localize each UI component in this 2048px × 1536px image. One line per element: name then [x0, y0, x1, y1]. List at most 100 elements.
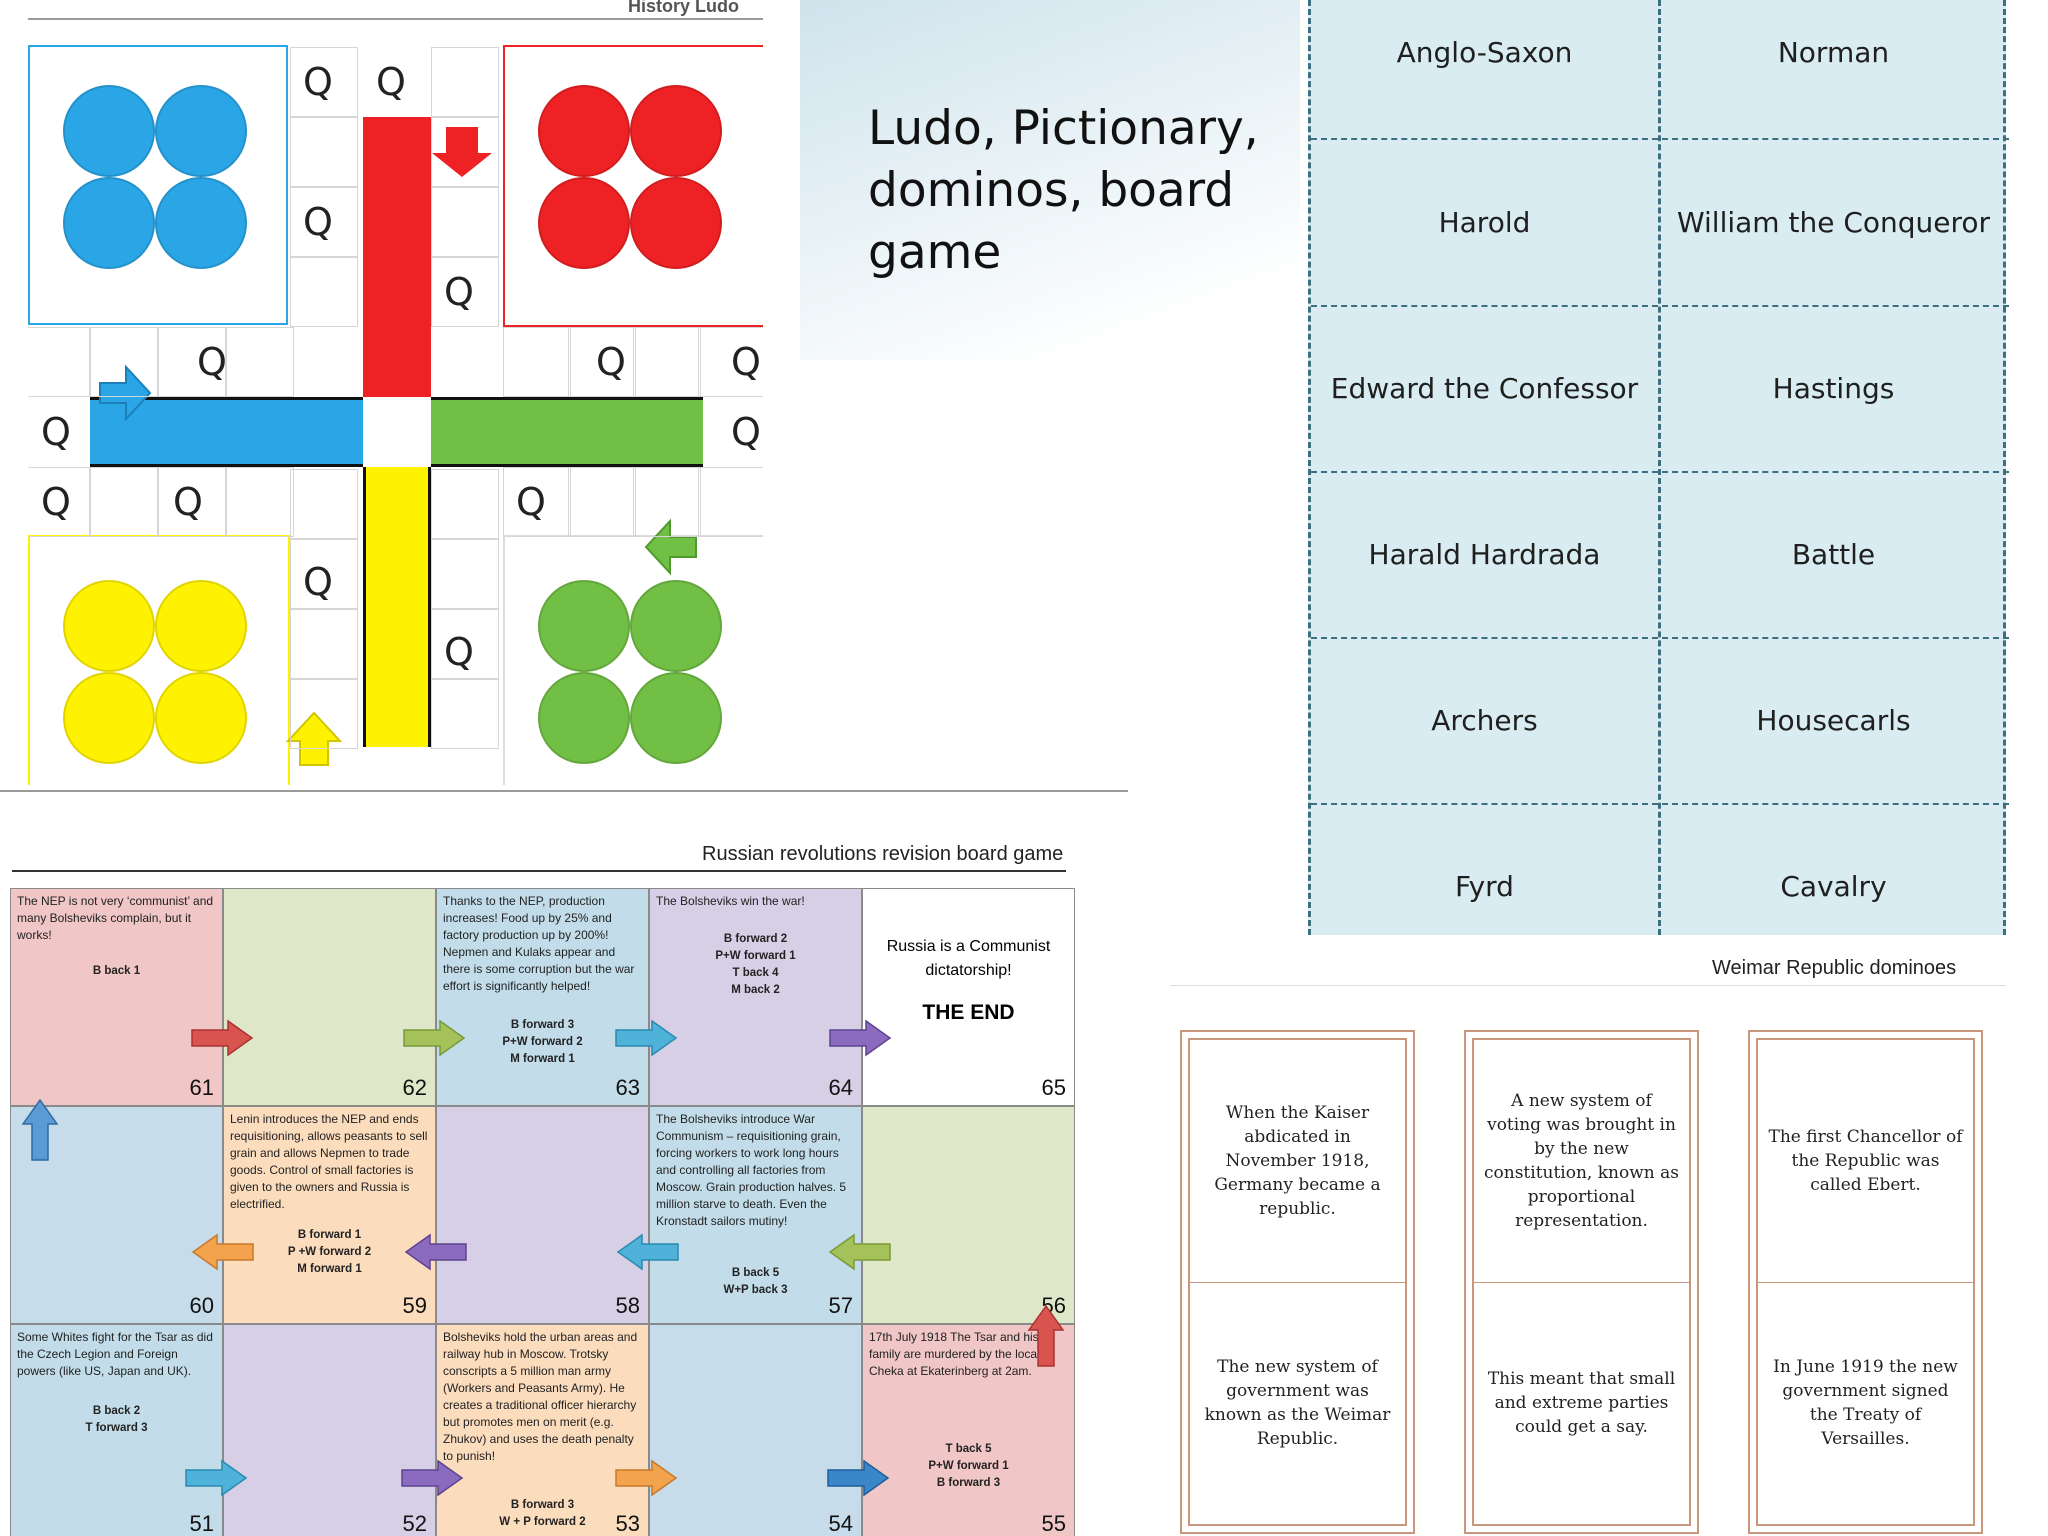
square-number: 61	[189, 1075, 214, 1100]
ludo-header-rule: History Ludo	[28, 0, 763, 20]
card-column-divider	[1658, 0, 1661, 935]
red-token[interactable]	[538, 85, 630, 177]
move-instruction: T back 4	[732, 967, 779, 979]
red-token[interactable]	[538, 177, 630, 269]
card-label: Harald Hardrada	[1368, 538, 1601, 571]
board-square-53[interactable]: Bolsheviks hold the urban areas and rail…	[436, 1324, 649, 1536]
green-token[interactable]	[538, 580, 630, 672]
red-token[interactable]	[630, 85, 722, 177]
domino-bottom-text: In June 1919 the new government signed t…	[1773, 1357, 1958, 1449]
board-square-65[interactable]: Russia is a Communist dictatorship!THE E…	[862, 888, 1075, 1106]
yellow-token[interactable]	[155, 580, 247, 672]
term-card[interactable]: Anglo-Saxon	[1311, 0, 1658, 105]
move-instruction: P+W forward 1	[928, 1460, 1009, 1472]
move-instruction: P +W forward 2	[287, 1246, 372, 1258]
card-label: Archers	[1431, 704, 1538, 737]
square-number: 59	[402, 1293, 427, 1318]
card-row-divider	[1311, 637, 2009, 639]
yellow-token[interactable]	[63, 672, 155, 764]
board-square-60[interactable]: 60	[10, 1106, 223, 1324]
domino-divider	[1758, 1282, 1973, 1283]
board-square-63[interactable]: Thanks to the NEP, production increases!…	[436, 888, 649, 1106]
ludo-square	[158, 467, 226, 537]
ludo-square	[290, 469, 358, 539]
board-square-54[interactable]: 54	[649, 1324, 862, 1536]
move-instruction: W+P back 3	[723, 1284, 788, 1296]
question-square-label: Q	[197, 340, 227, 384]
square-text: The Bolsheviks introduce War Communism –…	[656, 1112, 847, 1228]
term-card[interactable]: Harald Hardrada	[1311, 472, 1658, 638]
move-instruction: M forward 1	[510, 1053, 575, 1065]
term-card[interactable]: Cavalry	[1660, 804, 2007, 970]
term-card[interactable]: Norman	[1660, 0, 2007, 105]
move-arrow-icon	[403, 1019, 466, 1057]
move-instruction: T back 5	[945, 1443, 992, 1455]
yellow-token[interactable]	[155, 672, 247, 764]
square-number: 58	[615, 1293, 640, 1318]
move-arrow-icon	[401, 1459, 464, 1497]
green-token[interactable]	[630, 672, 722, 764]
domino-top-text: The first Chancellor of the Republic was…	[1768, 1127, 1963, 1195]
domino[interactable]: When the Kaiser abdicated in November 19…	[1180, 1030, 1415, 1534]
term-card[interactable]: Archers	[1311, 638, 1658, 804]
blue-token[interactable]	[155, 177, 247, 269]
blue-home	[28, 45, 288, 325]
move-arrow-icon	[1027, 1304, 1065, 1367]
term-card[interactable]: Hastings	[1660, 306, 2007, 472]
question-square-label: Q	[303, 200, 333, 244]
card-row-divider	[1311, 305, 2009, 307]
ludo-square	[431, 187, 499, 257]
domino-top-text: When the Kaiser abdicated in November 19…	[1214, 1103, 1381, 1219]
term-card[interactable]: Harold	[1311, 140, 1658, 306]
board-square-51[interactable]: Some Whites fight for the Tsar as did th…	[10, 1324, 223, 1536]
domino-divider	[1190, 1282, 1405, 1283]
board-square-59[interactable]: Lenin introduces the NEP and ends requis…	[223, 1106, 436, 1324]
square-number: 65	[1041, 1075, 1066, 1100]
card-label: Fyrd	[1455, 870, 1514, 903]
blue-token[interactable]	[63, 85, 155, 177]
ludo-square	[503, 467, 571, 537]
move-instruction: B forward 3	[936, 1477, 1001, 1489]
question-square-label: Q	[303, 60, 333, 104]
question-square-label: Q	[41, 480, 71, 524]
square-text: Bolsheviks hold the urban areas and rail…	[443, 1330, 638, 1463]
domino[interactable]: A new system of voting was brought in by…	[1464, 1030, 1699, 1534]
card-row-divider	[1311, 471, 2009, 473]
board-square-57[interactable]: The Bolsheviks introduce War Communism –…	[649, 1106, 862, 1324]
card-label: Housecarls	[1756, 704, 1911, 737]
card-row-divider	[1311, 138, 2009, 140]
move-instruction: M back 2	[731, 984, 780, 996]
weimar-rule	[1170, 985, 2006, 986]
board-square-52[interactable]: 52	[223, 1324, 436, 1536]
ludo-square	[290, 117, 358, 187]
move-instruction: B forward 2	[723, 933, 788, 945]
question-square-label: Q	[303, 560, 333, 604]
term-card[interactable]: Edward the Confessor	[1311, 306, 1658, 472]
board-square-58[interactable]: 58	[436, 1106, 649, 1324]
term-card[interactable]: Fyrd	[1311, 804, 1658, 970]
board-square-62[interactable]: 62	[223, 888, 436, 1106]
term-card[interactable]: Housecarls	[1660, 638, 2007, 804]
red-token[interactable]	[630, 177, 722, 269]
domino-frame: The first Chancellor of the Republic was…	[1756, 1038, 1975, 1526]
term-card[interactable]: William the Conqueror	[1660, 140, 2007, 306]
term-card[interactable]: Battle	[1660, 472, 2007, 638]
green-token[interactable]	[538, 672, 630, 764]
question-square-label: Q	[596, 340, 626, 384]
the-end-label: THE END	[922, 1001, 1015, 1024]
yellow-token[interactable]	[63, 580, 155, 672]
green-token[interactable]	[630, 580, 722, 672]
background-gradient	[800, 0, 1300, 360]
move-arrow-icon	[185, 1459, 248, 1497]
blue-token[interactable]	[63, 177, 155, 269]
domino[interactable]: The first Chancellor of the Republic was…	[1748, 1030, 1983, 1534]
card-label: Harold	[1438, 206, 1531, 239]
board-square-61[interactable]: The NEP is not very ‘communist’ and many…	[10, 888, 223, 1106]
ludo-square	[431, 47, 499, 117]
blue-token[interactable]	[155, 85, 247, 177]
move-arrow-icon	[829, 1019, 892, 1057]
